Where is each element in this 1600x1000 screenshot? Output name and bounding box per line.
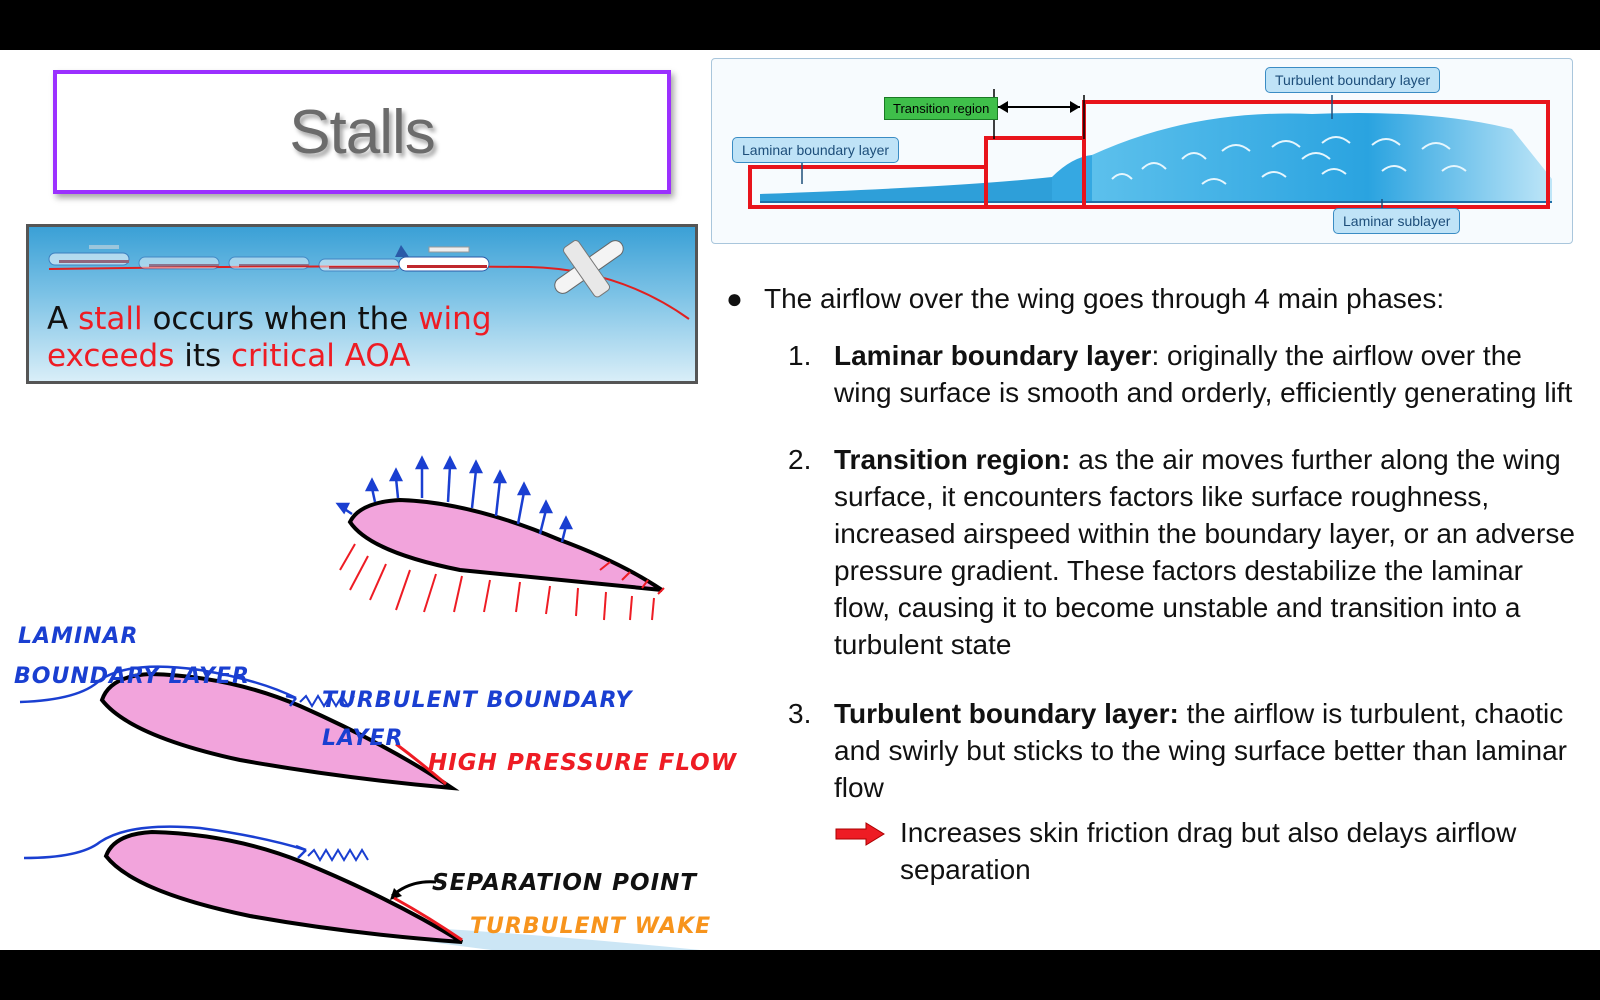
- plane-ghost-2: [138, 256, 220, 270]
- sub-point-text: Increases skin friction drag but also de…: [900, 817, 1517, 885]
- separation-airfoil: [23, 825, 700, 950]
- boundary-layer-figure: Laminar boundary layer Transition region…: [711, 58, 1573, 244]
- turbulent-flow: [1092, 113, 1552, 201]
- turbulent-sketch-label-1: TURBULENT BOUNDARY: [322, 688, 633, 713]
- phase-item: 3. Turbulent boundary layer: the airflow…: [726, 695, 1586, 806]
- stall-definition: A stall occurs when the wing exceeds its…: [47, 301, 567, 375]
- bullet-dot: ●: [726, 283, 743, 314]
- plane-ghost-3: [228, 256, 310, 270]
- separation-point-label: SEPARATION POINT: [432, 870, 698, 896]
- banner-text-6: its: [174, 338, 231, 374]
- pressure-arrows: [339, 543, 665, 621]
- sub-point: Increases skin friction drag but also de…: [726, 814, 1586, 888]
- phase-text: the airflow is turbulent, chaotic and sw…: [834, 698, 1568, 803]
- stall-banner: A stall occurs when the wing exceeds its…: [26, 224, 698, 384]
- title-box: Stalls: [53, 70, 671, 194]
- high-pressure-line: [395, 742, 447, 786]
- phase-number: 3.: [788, 698, 812, 729]
- phase-number: 2.: [788, 444, 812, 475]
- turbulent-highlight-box: [1082, 100, 1550, 209]
- banner-text-1: A: [47, 301, 79, 337]
- turbulent-wake-area: [430, 928, 700, 950]
- phase-text: as the air moves further along the wing …: [834, 444, 1575, 660]
- plane-ghost-1: [48, 245, 130, 266]
- plane-main: [395, 245, 490, 272]
- page-title: Stalls: [289, 97, 436, 167]
- slide: Stalls: [0, 50, 1600, 950]
- boundary-layer-airfoil: [19, 665, 460, 791]
- phase-item: 1. Laminar boundary layer: originally th…: [726, 337, 1586, 411]
- phase-title: Turbulent boundary layer:: [834, 698, 1179, 729]
- transition-region-label: Transition region: [884, 97, 999, 120]
- intro-bullet: ● The airflow over the wing goes through…: [726, 280, 1586, 317]
- plane-sequence-illustration: [48, 240, 690, 320]
- banner-stall-word: stall: [78, 301, 143, 337]
- laminar-sketch-label-1: LAMINAR: [18, 624, 139, 649]
- pressure-airfoil: [335, 455, 665, 621]
- banner-critical-aoa: critical AOA: [231, 338, 411, 374]
- intro-text: The airflow over the wing goes through 4…: [764, 283, 1445, 314]
- turbulent-boundary-label: Turbulent boundary layer: [1265, 67, 1441, 93]
- phase-explanation: ● The airflow over the wing goes through…: [726, 280, 1586, 888]
- turbulent-flow-line: [299, 694, 355, 708]
- plane-ghost-4: [318, 258, 400, 272]
- banner-exceeds-word: exceeds: [47, 338, 175, 374]
- swirl-marks: [1111, 136, 1467, 185]
- turbulent-wake-label: TURBULENT WAKE: [470, 914, 712, 939]
- laminar-sketch-label-2: BOUNDARY LAYER: [14, 664, 250, 689]
- right-arrow-icon: [835, 822, 885, 846]
- phase-item: 2. Transition region: as the air moves f…: [726, 441, 1586, 663]
- phase-title: Laminar boundary layer: [834, 340, 1152, 371]
- banner-wing-word: wing: [418, 301, 492, 337]
- laminar-flow-line: [19, 665, 297, 704]
- turbulent-sketch-label-2: LAYER: [322, 726, 404, 751]
- banner-text-3: occurs when the: [142, 301, 419, 337]
- high-pressure-label: HIGH PRESSURE FLOW: [428, 750, 738, 776]
- laminar-flow: [760, 177, 1052, 201]
- phase-number: 1.: [788, 340, 812, 371]
- laminar-boundary-label: Laminar boundary layer: [732, 137, 900, 163]
- phase-text: : originally the airflow over the wing s…: [834, 340, 1573, 408]
- plane-stalling: [554, 240, 624, 298]
- laminar-sublayer-label: Laminar sublayer: [1333, 208, 1461, 234]
- phase-title: Transition region:: [834, 444, 1071, 475]
- boundary-layer-illustration: [748, 89, 1552, 211]
- airfoil-sketches: [19, 455, 700, 950]
- lift-arrows: [335, 455, 574, 543]
